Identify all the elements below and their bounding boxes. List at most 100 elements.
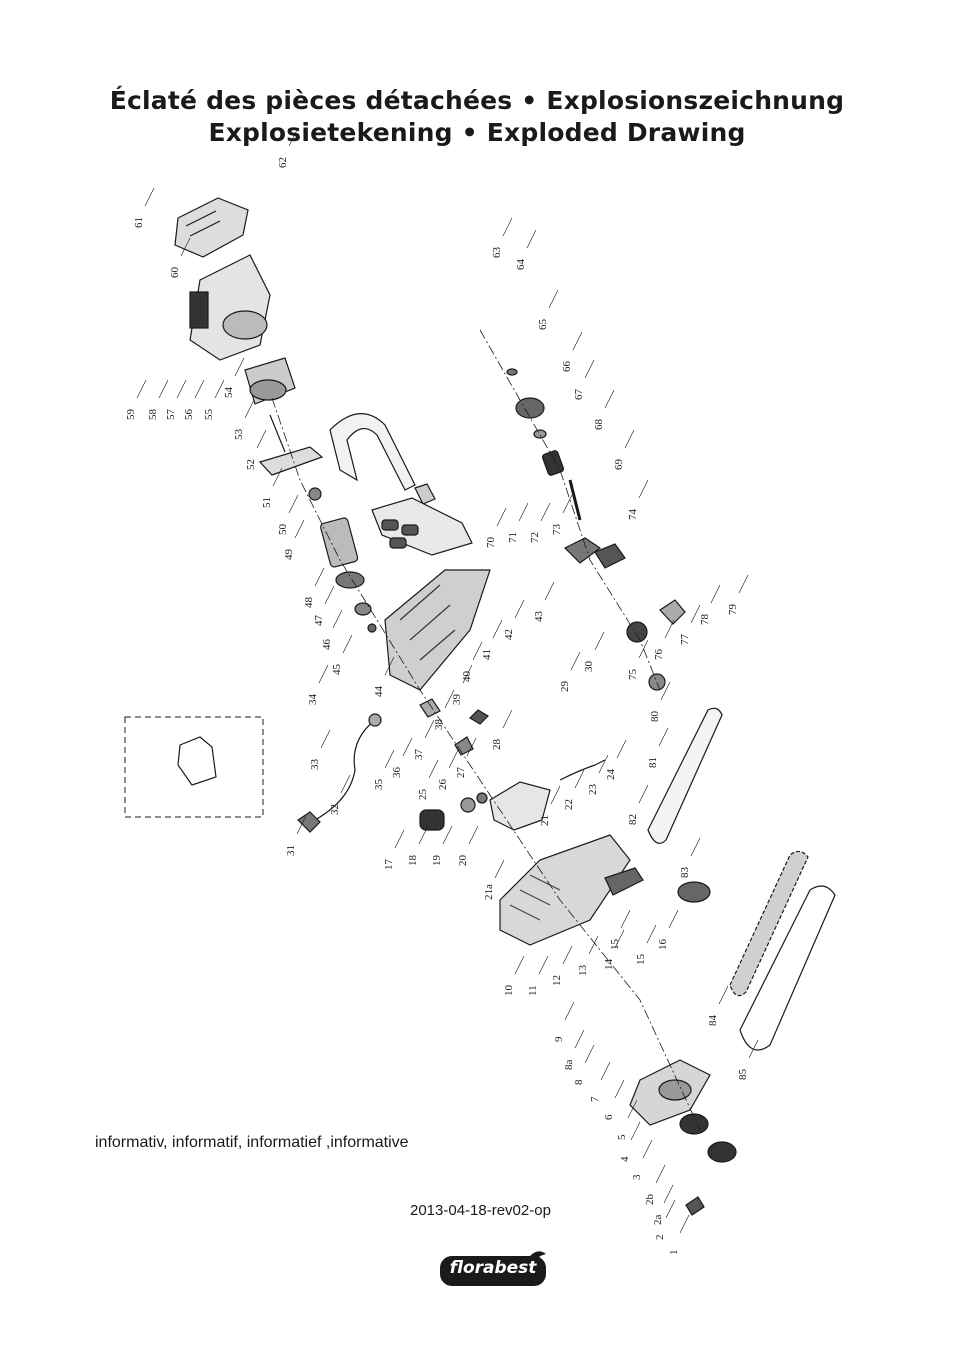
part-leader-line xyxy=(620,909,631,929)
part-leader-line xyxy=(574,769,585,789)
part-label: 15 xyxy=(635,954,647,966)
part-leader-line xyxy=(448,749,459,769)
part-label: 81 xyxy=(647,757,659,768)
brand-name: florabest xyxy=(449,1258,537,1278)
part-leader-line xyxy=(604,389,615,409)
part-leader-line xyxy=(496,507,507,527)
part-label: 78 xyxy=(699,614,711,626)
part-label: 64 xyxy=(515,259,527,271)
part-label: 57 xyxy=(165,409,177,421)
part-leader-line xyxy=(588,935,599,955)
part-leader-line xyxy=(616,739,627,759)
part-leader-line xyxy=(424,719,435,739)
part-leader-line xyxy=(518,502,529,522)
part-leader-line xyxy=(710,584,721,604)
part-label: 42 xyxy=(503,629,515,640)
part-label: 67 xyxy=(573,389,585,401)
part-label: 31 xyxy=(285,845,297,856)
part-label: 10 xyxy=(503,985,515,997)
part-label: 39 xyxy=(451,694,463,706)
part-label: 60 xyxy=(169,267,181,279)
part-leader-line xyxy=(584,359,595,379)
part-leader-line xyxy=(294,519,305,539)
part-label: 14 xyxy=(603,959,615,971)
part-leader-line xyxy=(655,1164,666,1184)
informative-note: informativ, informatif, informatief ,inf… xyxy=(95,1134,409,1151)
part-leader-line xyxy=(638,639,649,659)
part-leader-line xyxy=(738,574,749,594)
part-leader-line xyxy=(570,651,581,671)
part-leader-line xyxy=(340,774,351,794)
part-label: 23 xyxy=(587,784,599,796)
part-label: 8 xyxy=(573,1079,585,1085)
part-leader-line xyxy=(144,187,155,207)
part-label: 66 xyxy=(561,361,573,373)
part-label: 1 xyxy=(668,1250,680,1256)
part-label: 44 xyxy=(373,686,385,698)
part-leader-line xyxy=(494,859,505,879)
part-label: 75 xyxy=(627,669,639,681)
part-leader-line xyxy=(538,955,549,975)
part-leader-line xyxy=(660,681,671,701)
part-leader-line xyxy=(318,664,329,684)
part-leader-line xyxy=(668,909,679,929)
part-leader-line xyxy=(638,784,649,804)
part-label: 11 xyxy=(527,985,539,996)
part-leader-line xyxy=(502,217,513,237)
part-leader-line xyxy=(136,379,147,399)
part-leader-line xyxy=(550,785,561,805)
part-label: 83 xyxy=(679,867,691,879)
part-label: 2a xyxy=(652,1215,664,1226)
part-label: 4 xyxy=(619,1156,631,1162)
part-leader-line xyxy=(718,985,729,1005)
part-label: 85 xyxy=(737,1069,749,1081)
part-leader-line xyxy=(594,631,605,651)
part-label: 65 xyxy=(537,319,549,331)
part-label: 47 xyxy=(313,615,325,627)
part-leader-line xyxy=(627,1099,638,1119)
part-leader-line xyxy=(748,1039,759,1059)
part-leader-line xyxy=(564,1001,575,1021)
part-label: 54 xyxy=(223,387,235,399)
part-leader-line xyxy=(624,429,635,449)
part-label: 16 xyxy=(657,939,669,951)
part-leader-line xyxy=(548,289,559,309)
part-label: 21a xyxy=(483,884,495,900)
part-leader-line xyxy=(562,945,573,965)
part-leader-line xyxy=(679,1214,690,1234)
part-label: 43 xyxy=(533,611,545,623)
part-label: 49 xyxy=(283,549,295,561)
part-label: 51 xyxy=(261,497,273,508)
part-leader-line xyxy=(544,581,555,601)
part-label: 50 xyxy=(277,524,289,536)
part-leader-line xyxy=(194,379,205,399)
part-label: 15 xyxy=(609,939,621,951)
part-leader-line xyxy=(296,815,307,835)
part-label: 3 xyxy=(631,1174,643,1180)
part-leader-line xyxy=(600,1061,611,1081)
part-label: 8a xyxy=(563,1060,575,1071)
part-leader-line xyxy=(642,1139,653,1159)
part-leader-line xyxy=(272,467,283,487)
part-leader-line xyxy=(394,829,405,849)
part-label: 35 xyxy=(373,779,385,791)
part-leader-line xyxy=(244,399,255,419)
revision-code: 2013-04-18-rev02-op xyxy=(410,1202,551,1219)
part-leader-line xyxy=(630,1121,641,1141)
part-label: 68 xyxy=(593,419,605,431)
part-label: 71 xyxy=(507,532,519,543)
part-label: 28 xyxy=(491,739,503,751)
part-leader-line xyxy=(402,737,413,757)
part-label: 58 xyxy=(147,409,159,421)
part-label: 9 xyxy=(553,1036,565,1042)
part-leader-line xyxy=(502,709,513,729)
part-label: 38 xyxy=(433,719,445,731)
part-leader-line xyxy=(444,689,455,709)
part-leader-line xyxy=(158,379,169,399)
title-line-1: Éclaté des pièces détachées • Explosions… xyxy=(109,86,845,115)
part-label: 13 xyxy=(577,965,589,977)
part-leader-line xyxy=(658,727,669,747)
part-label: 21 xyxy=(539,815,551,826)
part-label: 2b xyxy=(644,1194,656,1206)
